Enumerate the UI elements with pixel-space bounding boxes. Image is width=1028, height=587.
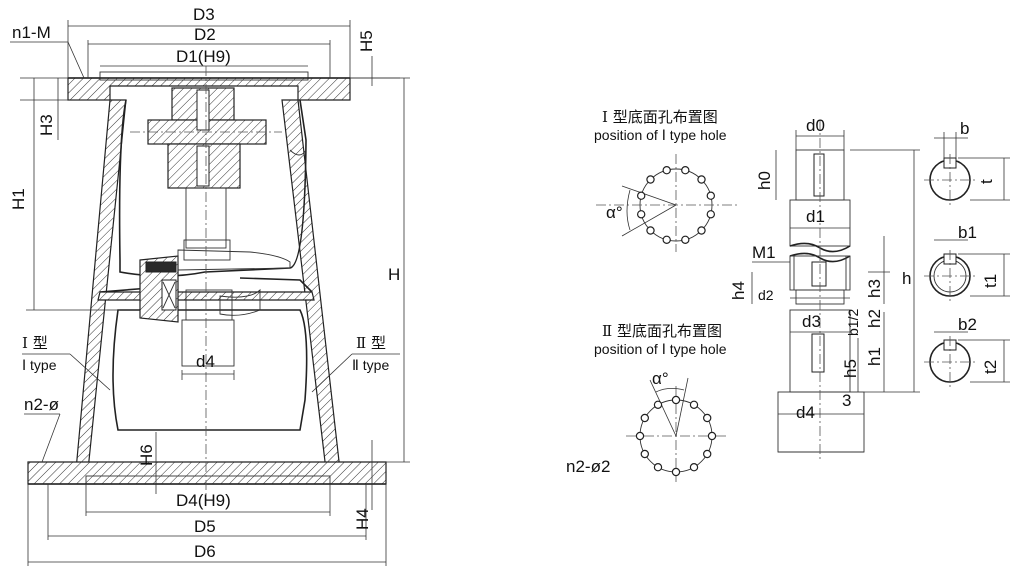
label-D6: D6 [194, 542, 216, 561]
label-type1-cn: Ⅰ 型 [22, 334, 48, 352]
bolt-hole [671, 395, 681, 405]
bolt-hole [640, 413, 650, 423]
label-three: 3 [842, 391, 851, 410]
key-section-b1: b1 t1 [924, 223, 1010, 302]
bolt-hole [662, 165, 671, 175]
bolt-hole [653, 463, 663, 472]
label-h5-shaft: h5 [841, 359, 860, 378]
label-n2phi: n2-ø [24, 395, 59, 414]
label-n1M: n1-M [12, 23, 51, 42]
label-H6: H6 [137, 444, 156, 466]
label-H: H [388, 265, 400, 284]
gear-disk [177, 249, 291, 271]
bolt-hole [697, 175, 706, 184]
label-b12: b1/2 [845, 309, 861, 336]
label-D1H9: D1(H9) [176, 47, 231, 66]
bolt-hole [706, 210, 716, 219]
label-h0: h0 [755, 171, 774, 190]
label-hole2-en: position of Ⅰ type hole [594, 341, 727, 357]
label-H3: H3 [37, 114, 56, 136]
label-type2-en: Ⅱ type [352, 357, 389, 373]
label-h2: h2 [865, 309, 884, 328]
bolt-hole [697, 226, 706, 235]
bolt-hole [662, 235, 671, 244]
bolt-hole [707, 431, 717, 441]
bolt-hole [703, 449, 712, 459]
label-hole2-cn: Ⅱ 型底面孔布置图 [602, 322, 722, 340]
output-shaft [181, 319, 235, 367]
bolt-hole [646, 175, 655, 184]
label-b1: b1 [958, 223, 977, 242]
label-alpha2: α° [652, 369, 669, 388]
label-H4: H4 [353, 508, 372, 530]
hole-layout-type2: Ⅱ 型底面孔布置图 position of Ⅰ type hole α° n2-… [566, 322, 727, 482]
label-d3: d3 [802, 312, 821, 331]
label-h-shaft: h [902, 269, 911, 288]
label-D4H9: D4(H9) [176, 491, 231, 510]
label-d2: d2 [758, 287, 774, 303]
bolt-hole [681, 235, 690, 244]
label-type1-en: Ⅰ type [22, 357, 57, 373]
lower-window [112, 309, 308, 431]
label-d1: d1 [806, 207, 825, 226]
bolt-hole [681, 165, 690, 175]
bottom-flange [27, 461, 387, 485]
label-h4-shaft: h4 [729, 281, 748, 300]
label-hole1-en: position of Ⅰ type hole [594, 127, 727, 143]
hole-ring-1 [637, 165, 716, 244]
bolt-hole [703, 413, 712, 423]
hole-layout-type1: Ⅰ 型底面孔布置图 position of Ⅰ type hole α° [594, 108, 740, 252]
label-D5: D5 [194, 517, 216, 536]
label-alpha1: α° [606, 203, 623, 222]
main-assembly-view: D3 D2 D1(H9) n1-M H5 H H3 H1 Ⅰ 型 Ⅰ [9, 5, 410, 566]
label-M1: M1 [752, 243, 776, 262]
label-type2-cn: Ⅱ 型 [356, 334, 386, 352]
hole-ring-2 [635, 395, 717, 477]
bolt-hole [706, 191, 716, 200]
key-section-b: b t [924, 119, 1010, 206]
bolt-hole [637, 191, 646, 200]
bolt-hole [646, 226, 655, 235]
label-D3: D3 [193, 5, 215, 24]
label-H5: H5 [357, 30, 376, 52]
label-t2: t2 [981, 360, 1000, 374]
label-H1: H1 [9, 188, 28, 210]
label-hole1-cn: Ⅰ 型底面孔布置图 [602, 108, 718, 126]
bolt-hole [689, 463, 699, 472]
shaft-detail: d0 h0 d1 M1 h4 d2 h3 h d3 b1/2 h2 h1 h5 … [729, 116, 920, 460]
label-d4-shaft: d4 [796, 403, 815, 422]
label-h1-shaft: h1 [865, 347, 884, 366]
label-b2: b2 [958, 315, 977, 334]
label-D2: D2 [194, 25, 216, 44]
label-t: t [977, 179, 996, 184]
bolt-hole [640, 449, 650, 459]
housing-right-wall [281, 99, 341, 471]
bolt-hole [637, 210, 646, 219]
bolt-hole [653, 400, 663, 409]
key-section-b2: b2 t2 [924, 315, 1010, 388]
bolt-hole [671, 467, 681, 477]
label-n2phi2: n2-ø2 [566, 457, 610, 476]
label-h3-shaft: h3 [865, 279, 884, 298]
housing-left-wall [75, 99, 127, 471]
label-b: b [960, 119, 969, 138]
bolt-hole [689, 400, 699, 409]
label-d0: d0 [806, 116, 825, 135]
bolt-hole [635, 431, 645, 441]
label-t1: t1 [981, 274, 1000, 288]
label-d4-main: d4 [196, 352, 215, 371]
